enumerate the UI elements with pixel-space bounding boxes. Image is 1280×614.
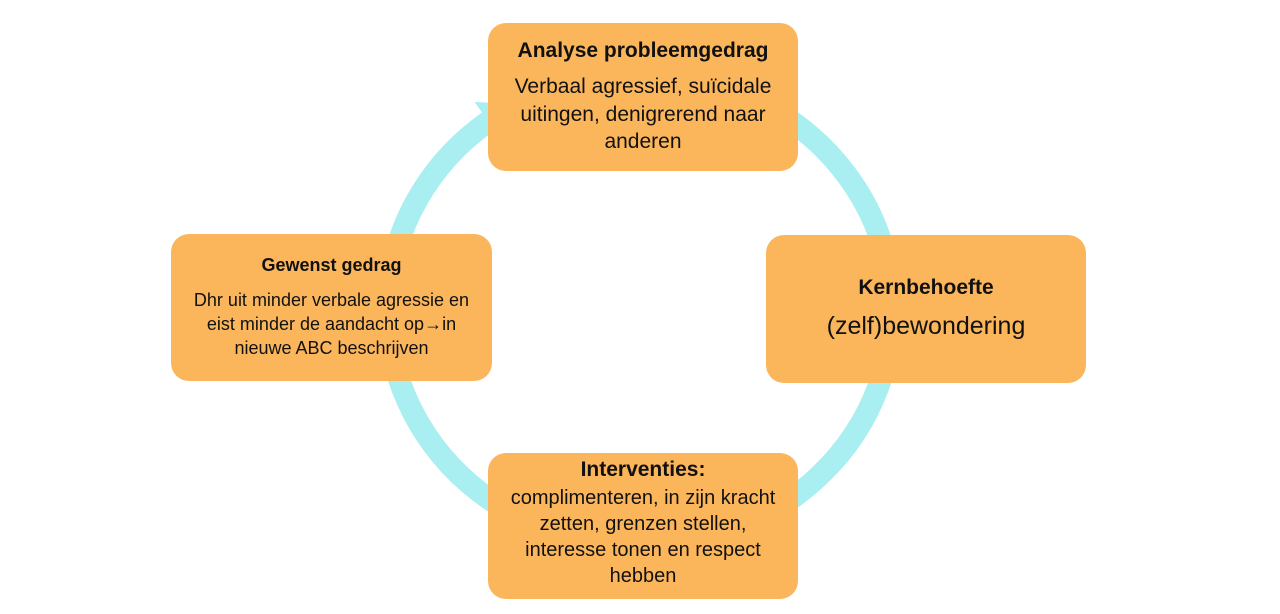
kernbehoefte-title: Kernbehoefte [858,275,994,299]
analyse-probleemgedrag-box: Analyse probleemgedrag Verbaal agressief… [488,23,798,171]
analyse-body: Verbaal agressief, suïcidale uitingen, d… [514,75,772,154]
interventies-title: Interventies: [580,458,706,482]
interventies-body: complimenteren, in zijn kracht zetten, g… [510,486,776,587]
kernbehoefte-box: Kernbehoefte (zelf)bewondering [766,235,1086,383]
kernbehoefte-body: (zelf)bewondering [826,312,1026,341]
analyse-title: Analyse probleemgedrag [517,38,769,62]
gewenst-body: Dhr uit minder verbale agressie en eist … [193,290,470,359]
interventies-box: Interventies: complimenteren, in zijn kr… [488,453,798,599]
gewenst-gedrag-box: Gewenst gedrag Dhr uit minder verbale ag… [171,234,492,381]
gewenst-title: Gewenst gedrag [261,254,402,275]
